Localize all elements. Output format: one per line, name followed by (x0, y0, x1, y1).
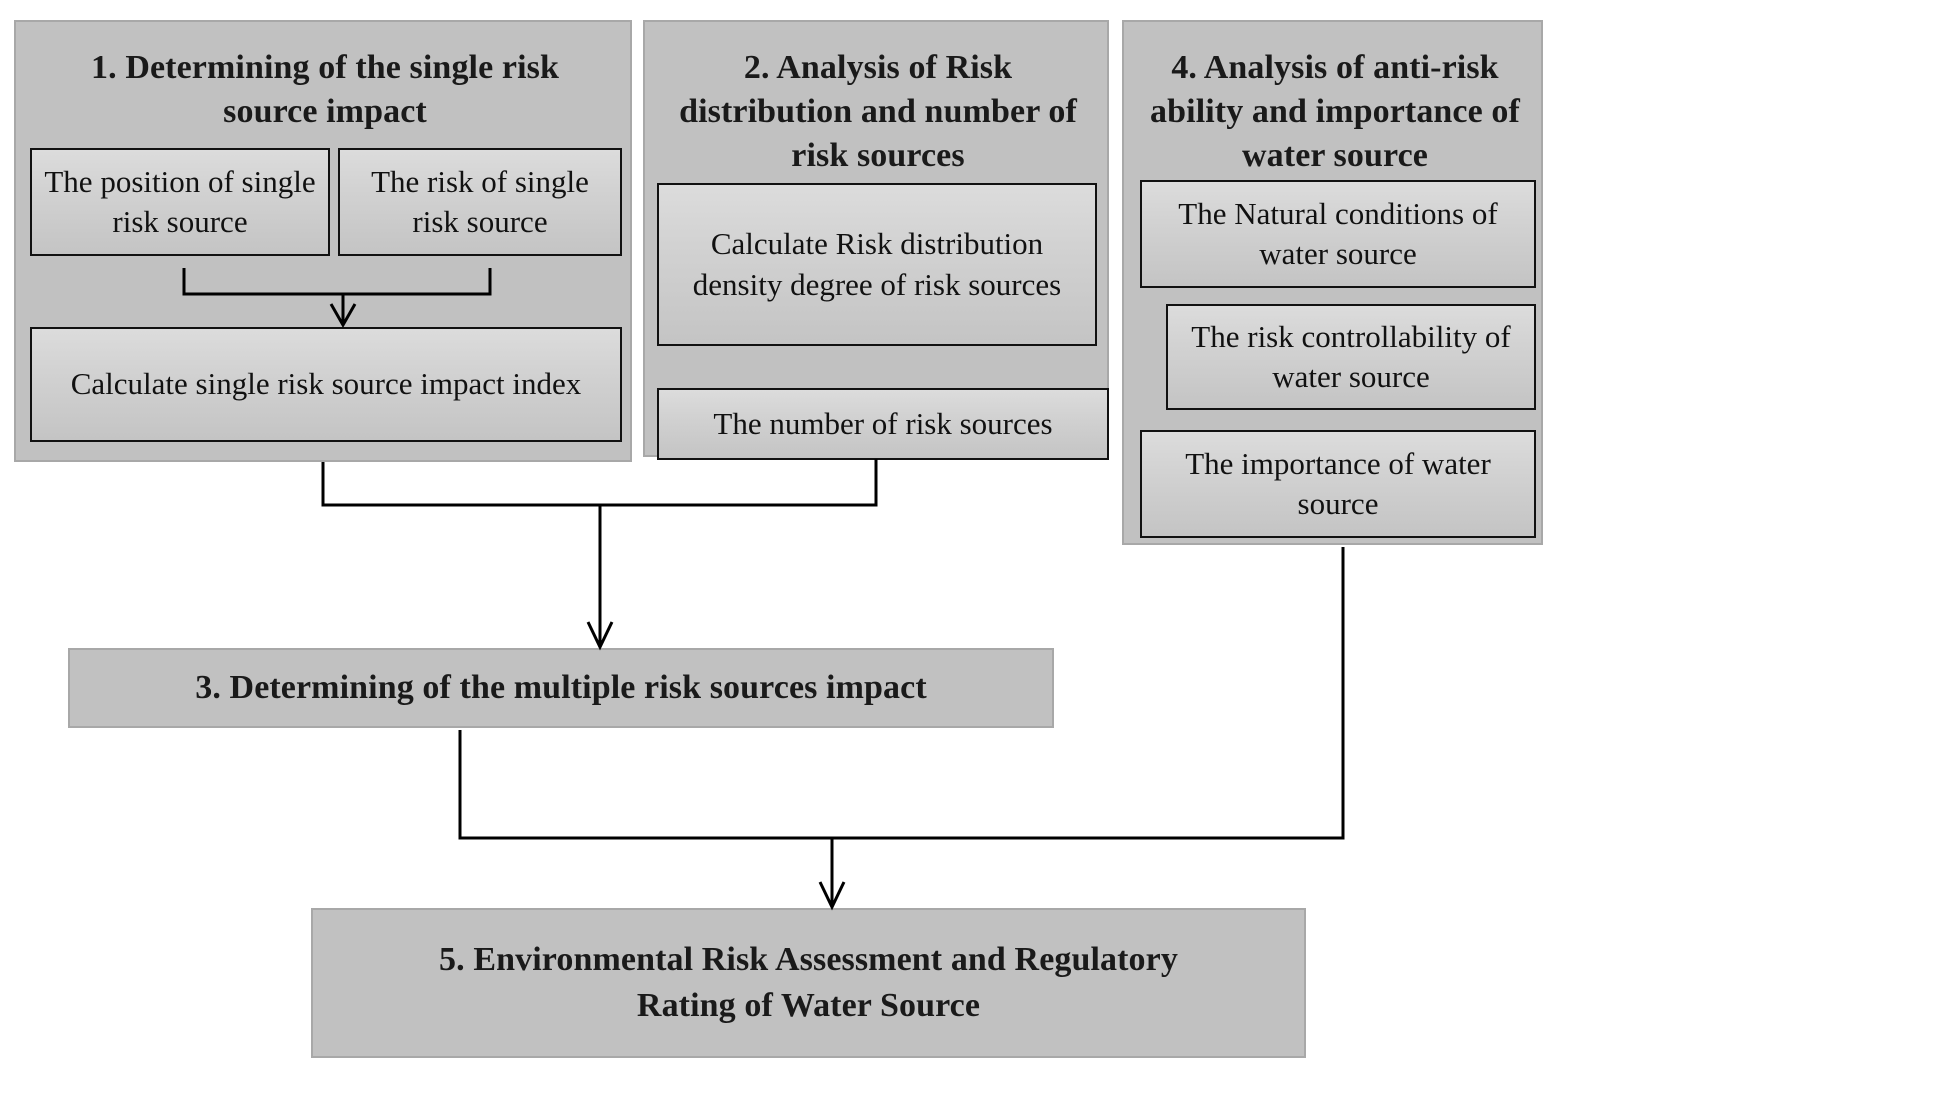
box-natural-conditions-of-water-source: The Natural conditions of water source (1140, 180, 1536, 288)
box-calculate-single-risk-source-impact-index: Calculate single risk source impact inde… (30, 327, 622, 442)
panel-2-title: 2. Analysis of Risk distribution and num… (679, 49, 1077, 175)
panel-3-multiple-risk-sources-impact: 3. Determining of the multiple risk sour… (68, 648, 1054, 728)
box-importance-of-water-source: The importance of water source (1140, 430, 1536, 538)
arrowhead-into-panel3 (586, 621, 614, 651)
panel-1-single-risk-source-impact: 1. Determining of the single risk source… (14, 20, 632, 462)
box-position-of-single-risk-source: The position of single risk source (30, 148, 330, 256)
arrowhead-into-panel5 (818, 881, 846, 911)
connector-panels-12-bracket (321, 459, 878, 507)
panel-4-title: 4. Analysis of anti-risk ability and imp… (1150, 49, 1520, 175)
panel-4-anti-risk-ability-and-importance: 4. Analysis of anti-risk ability and imp… (1122, 20, 1543, 545)
box-calculate-risk-distribution-density: Calculate Risk distribution density degr… (657, 183, 1097, 346)
panel-2-risk-distribution-and-number: 2. Analysis of Risk distribution and num… (643, 20, 1109, 460)
panel-5-environmental-risk-assessment-rating: 5. Environmental Risk Assessment and Reg… (311, 908, 1306, 1058)
panel-1-title: 1. Determining of the single risk source… (91, 49, 559, 131)
box-number-of-risk-sources: The number of risk sources (657, 388, 1109, 460)
box-risk-of-single-risk-source: The risk of single risk source (338, 148, 622, 256)
box-risk-controllability-of-water-source: The risk controllability of water source (1166, 304, 1536, 410)
